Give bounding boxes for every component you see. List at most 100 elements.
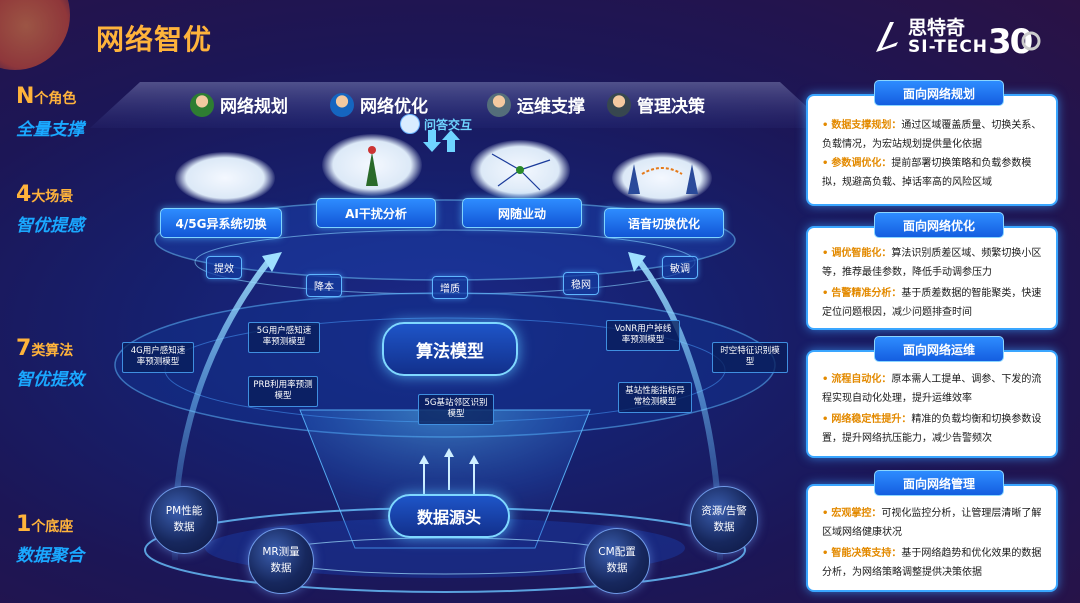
benefit-tag: 敏调 <box>662 256 698 279</box>
panel-item: •流程自动化：原本需人工提单、调参、下发的流程实现自动化处理，提升运维效率 <box>822 374 1042 404</box>
chatbot-icon <box>400 114 420 134</box>
panel-item: •参数调优化：提前部署切换策略和负载参数模拟，规避高负载、掉话率高的风险区域 <box>822 158 1032 188</box>
anniversary-number: 30 <box>988 22 1033 62</box>
model-spatiotemporal: 时空特征识别模型 <box>712 342 788 373</box>
left-label-sub: 数据聚合 <box>16 546 84 566</box>
panel-title: 面向网络运维 <box>874 336 1004 362</box>
panel-item-key: 流程自动化： <box>831 374 892 385</box>
role-label: 管理决策 <box>637 97 705 117</box>
brand-name-en: SI-TECH <box>908 37 989 58</box>
left-label-sub: 智优提感 <box>16 216 84 236</box>
brand-name-cn: 思特奇 <box>908 17 966 40</box>
data-source-label: PM性能数据 <box>165 505 203 533</box>
panel-item-text: 原本需人工提单、调参、下发的流程实现自动化处理，提升运维效率 <box>822 374 1042 404</box>
person-icon <box>190 92 214 117</box>
model-5g-rate: 5G用户感知速率预测模型 <box>248 322 320 353</box>
page-title: 网络智优 <box>96 23 213 56</box>
panel-item: •智能决策支持：基于网络趋势和优化效果的数据分析，为网络策略调整提供决策依据 <box>822 548 1042 578</box>
panel-item-key: 参数调优化： <box>831 158 892 169</box>
panel-network-management: 面向网络管理 •宏观掌控：可视化监控分析，让管理层清晰了解区域网络健康状况 •智… <box>806 470 1058 592</box>
panel-item: •网络稳定性提升：精准的负载均衡和切换参数设置，提升网络抗压能力，减少告警频次 <box>822 414 1042 444</box>
left-label-sub: 智优提效 <box>16 370 84 390</box>
benefit-tag: 降本 <box>306 274 342 297</box>
data-source-mr: MR测量数据 <box>248 528 314 594</box>
data-source-cm: CM配置数据 <box>584 528 650 594</box>
panel-item: •数据支撑规划：通过区域覆盖质量、切换关系、负载情况，为宏站规划提供量化依据 <box>822 120 1042 150</box>
tower-pair-icon <box>628 164 698 194</box>
qa-up-arrow <box>442 130 460 152</box>
scenario-voice-handover[interactable]: 语音切换优化 <box>604 208 724 238</box>
thumbnail-voice <box>612 152 712 204</box>
data-source-pm: PM性能数据 <box>150 486 218 554</box>
left-label-number: 1 <box>16 512 32 537</box>
benefit-tag: 提效 <box>206 256 242 279</box>
panel-network-planning: 面向网络规划 •数据支撑规划：通过区域覆盖质量、切换关系、负载情况，为宏站规划提… <box>806 80 1058 206</box>
manager-icon <box>607 92 631 117</box>
qa-down-arrow <box>423 130 441 152</box>
ring-icon <box>1021 31 1041 51</box>
role-operations-support: 运维支撑 <box>487 92 585 117</box>
panel-item-text: 可视化监控分析，让管理层清晰了解区域网络健康状况 <box>822 508 1042 538</box>
panel-title: 面向网络管理 <box>874 470 1004 496</box>
panel-network-operations: 面向网络运维 •流程自动化：原本需人工提单、调参、下发的流程实现自动化处理，提升… <box>806 336 1058 458</box>
model-4g-rate: 4G用户感知速率预测模型 <box>122 342 194 373</box>
thumbnail-traffic <box>470 140 570 200</box>
panel-item-key: 网络稳定性提升： <box>831 414 912 425</box>
panel-item-text: 提前部署切换策略和负载参数模拟，规避高负载、掉话率高的风险区域 <box>822 158 1032 188</box>
scenario-handover[interactable]: 4/5G异系统切换 <box>160 208 282 238</box>
panel-item: •调优智能化：算法识别质差区域、频繁切换小区等，推荐最佳参数，降低手动调参压力 <box>822 248 1042 278</box>
panel-item-key: 调优智能化： <box>831 248 892 259</box>
role-management-decision: 管理决策 <box>607 92 705 117</box>
role-label: 网络规划 <box>220 97 288 117</box>
model-kpi-anomaly: 基站性能指标异常检测模型 <box>618 382 692 413</box>
data-up-arrows <box>423 455 475 495</box>
left-label-roles: N个角色 全量支撑 <box>16 84 84 140</box>
panel-item-text: 精准的负载均衡和切换参数设置，提升网络抗压能力，减少告警频次 <box>822 414 1042 444</box>
benefit-tag: 稳网 <box>563 272 599 295</box>
qa-interaction: 问答交互 <box>400 114 472 134</box>
data-source-label: 资源/告警数据 <box>701 505 747 533</box>
panel-item: •宏观掌控：可视化监控分析，让管理层清晰了解区域网络健康状况 <box>822 508 1042 538</box>
panel-network-optimization: 面向网络优化 •调优智能化：算法识别质差区域、频繁切换小区等，推荐最佳参数，降低… <box>806 212 1058 330</box>
left-label-scenes: 4大场景 智优提感 <box>16 182 84 236</box>
panel-title: 面向网络规划 <box>874 80 1004 106</box>
left-label-unit: 类算法 <box>31 343 74 359</box>
panel-item-key: 数据支撑规划： <box>831 120 902 131</box>
panel-item: •告警精准分析：基于质差数据的智能聚类，快速定位问题根因，减少问题排查时间 <box>822 288 1042 318</box>
left-label-unit: 个底座 <box>31 519 74 535</box>
data-source-label: MR测量数据 <box>262 546 300 574</box>
algorithm-model-center: 算法模型 <box>382 322 518 376</box>
benefit-tag: 增质 <box>432 276 468 299</box>
role-label: 运维支撑 <box>517 97 585 117</box>
left-label-unit: 个角色 <box>34 91 77 107</box>
scenario-interference[interactable]: AI干扰分析 <box>316 198 436 228</box>
panel-item-key: 宏观掌控： <box>831 508 882 519</box>
left-label-algorithms: 7类算法 智优提效 <box>16 336 84 390</box>
thumbnail-interference <box>322 134 422 196</box>
qa-label: 问答交互 <box>424 117 473 132</box>
thumbnail-handover <box>175 152 275 204</box>
model-5g-neighbor: 5G基站邻区识别模型 <box>418 394 494 425</box>
model-vonr: VoNR用户掉线率预测模型 <box>606 320 680 351</box>
engineer-icon <box>487 92 511 117</box>
radar-plot-icon <box>491 153 551 191</box>
left-label-unit: 大场景 <box>31 189 74 205</box>
left-label-sub: 全量支撑 <box>16 120 84 140</box>
panel-item-key: 告警精准分析： <box>831 288 902 299</box>
model-prb: PRB利用率预测模型 <box>248 376 318 407</box>
left-label-base: 1个底座 数据聚合 <box>16 512 84 566</box>
panel-title: 面向网络优化 <box>874 212 1004 238</box>
person-icon <box>330 92 354 117</box>
panel-item-text: 算法识别质差区域、频繁切换小区等，推荐最佳参数，降低手动调参压力 <box>822 248 1042 278</box>
cell-tower-icon <box>366 146 378 186</box>
data-source-label: CM配置数据 <box>598 546 636 574</box>
left-label-number: 4 <box>16 182 32 207</box>
panel-item-text: 通过区域覆盖质量、切换关系、负载情况，为宏站规划提供量化依据 <box>822 120 1042 150</box>
data-source-center: 数据源头 <box>388 494 510 538</box>
left-label-number: N <box>16 84 35 109</box>
scenario-traffic[interactable]: 网随业动 <box>462 198 582 228</box>
si-tech-logo-icon <box>876 22 898 52</box>
roles-plane <box>90 82 830 128</box>
panel-item-key: 智能决策支持： <box>831 548 902 559</box>
role-label: 网络优化 <box>360 97 428 117</box>
